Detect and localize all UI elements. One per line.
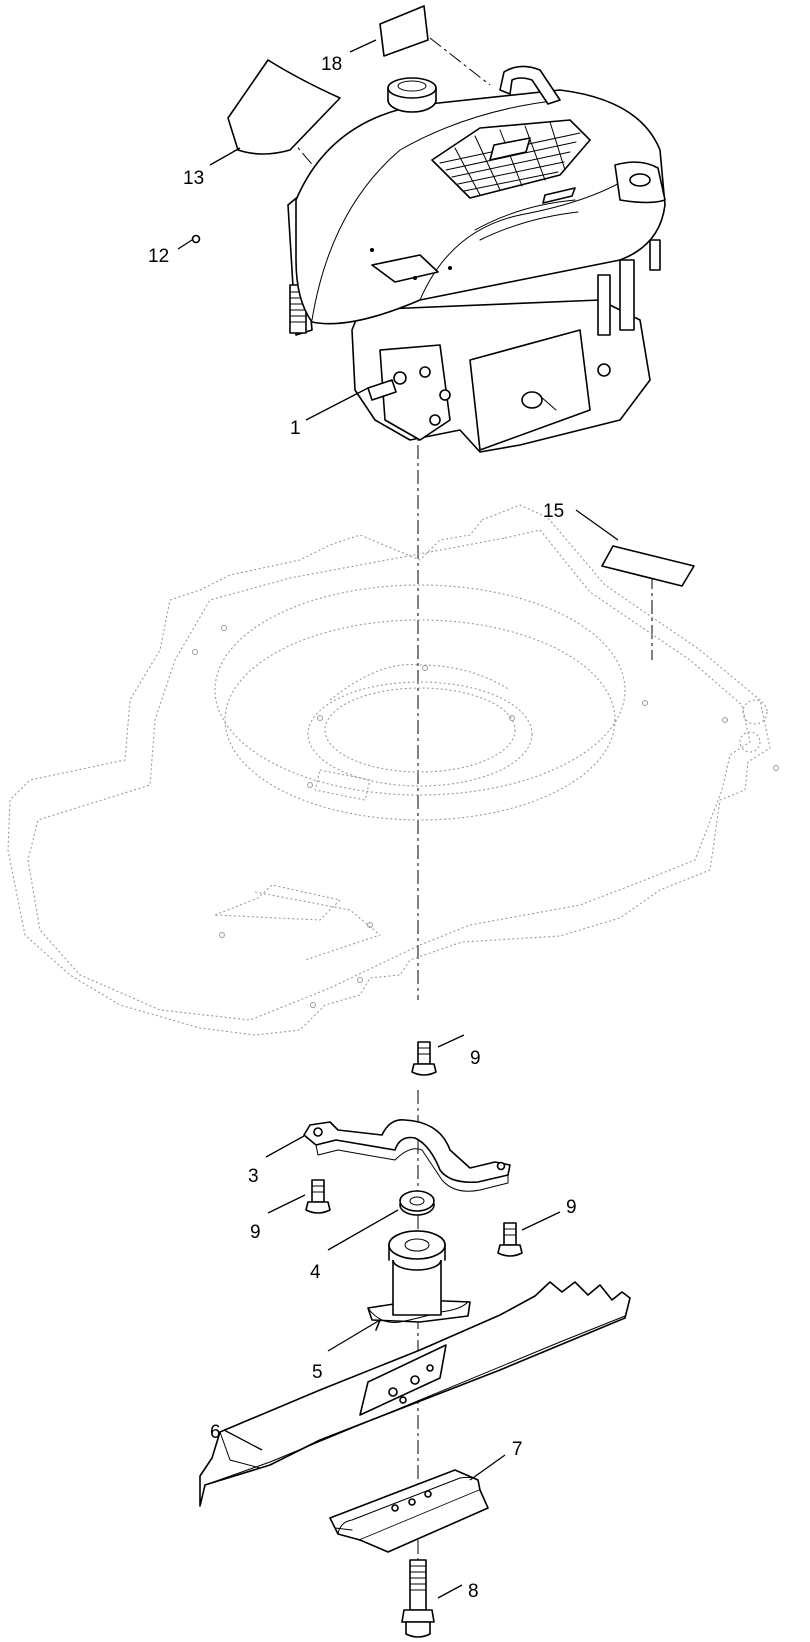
washer-4 bbox=[399, 1190, 435, 1216]
callout-7: 7 bbox=[512, 1439, 523, 1460]
leader-lines bbox=[177, 39, 619, 1599]
callout-6: 6 bbox=[210, 1422, 221, 1443]
callout-1: 1 bbox=[290, 418, 301, 439]
callout-labels: 18 13 12 1 15 9 3 9 9 4 5 6 7 8 bbox=[148, 54, 577, 1602]
callout-3: 3 bbox=[248, 1166, 259, 1187]
engine-1 bbox=[287, 65, 666, 453]
bracket-3 bbox=[303, 1118, 511, 1192]
callout-15: 15 bbox=[543, 501, 564, 522]
blade-6 bbox=[199, 1281, 631, 1507]
bolt-9-left bbox=[305, 1179, 331, 1214]
callout-9-right: 9 bbox=[566, 1197, 577, 1218]
callout-9-center: 9 bbox=[470, 1048, 481, 1069]
callout-18: 18 bbox=[321, 54, 342, 75]
blade-bolt-thread bbox=[409, 1565, 427, 1591]
bolt-9-center bbox=[411, 1041, 437, 1076]
decal-18 bbox=[379, 5, 429, 57]
decal-13 bbox=[227, 59, 341, 155]
callout-13: 13 bbox=[183, 168, 204, 189]
callout-4: 4 bbox=[310, 1262, 321, 1283]
mower-deck bbox=[7, 504, 779, 1036]
callout-9-left: 9 bbox=[250, 1222, 261, 1243]
blade-adapter-5 bbox=[367, 1230, 471, 1323]
callout-5: 5 bbox=[312, 1362, 323, 1383]
callout-8: 8 bbox=[468, 1581, 479, 1602]
blade-bolt-8 bbox=[401, 1559, 435, 1638]
decal-15 bbox=[601, 545, 695, 587]
blade-stiffener-7 bbox=[329, 1469, 489, 1553]
bolt-9-right bbox=[497, 1222, 523, 1257]
plug-12 bbox=[191, 234, 201, 244]
callout-12: 12 bbox=[148, 246, 169, 267]
